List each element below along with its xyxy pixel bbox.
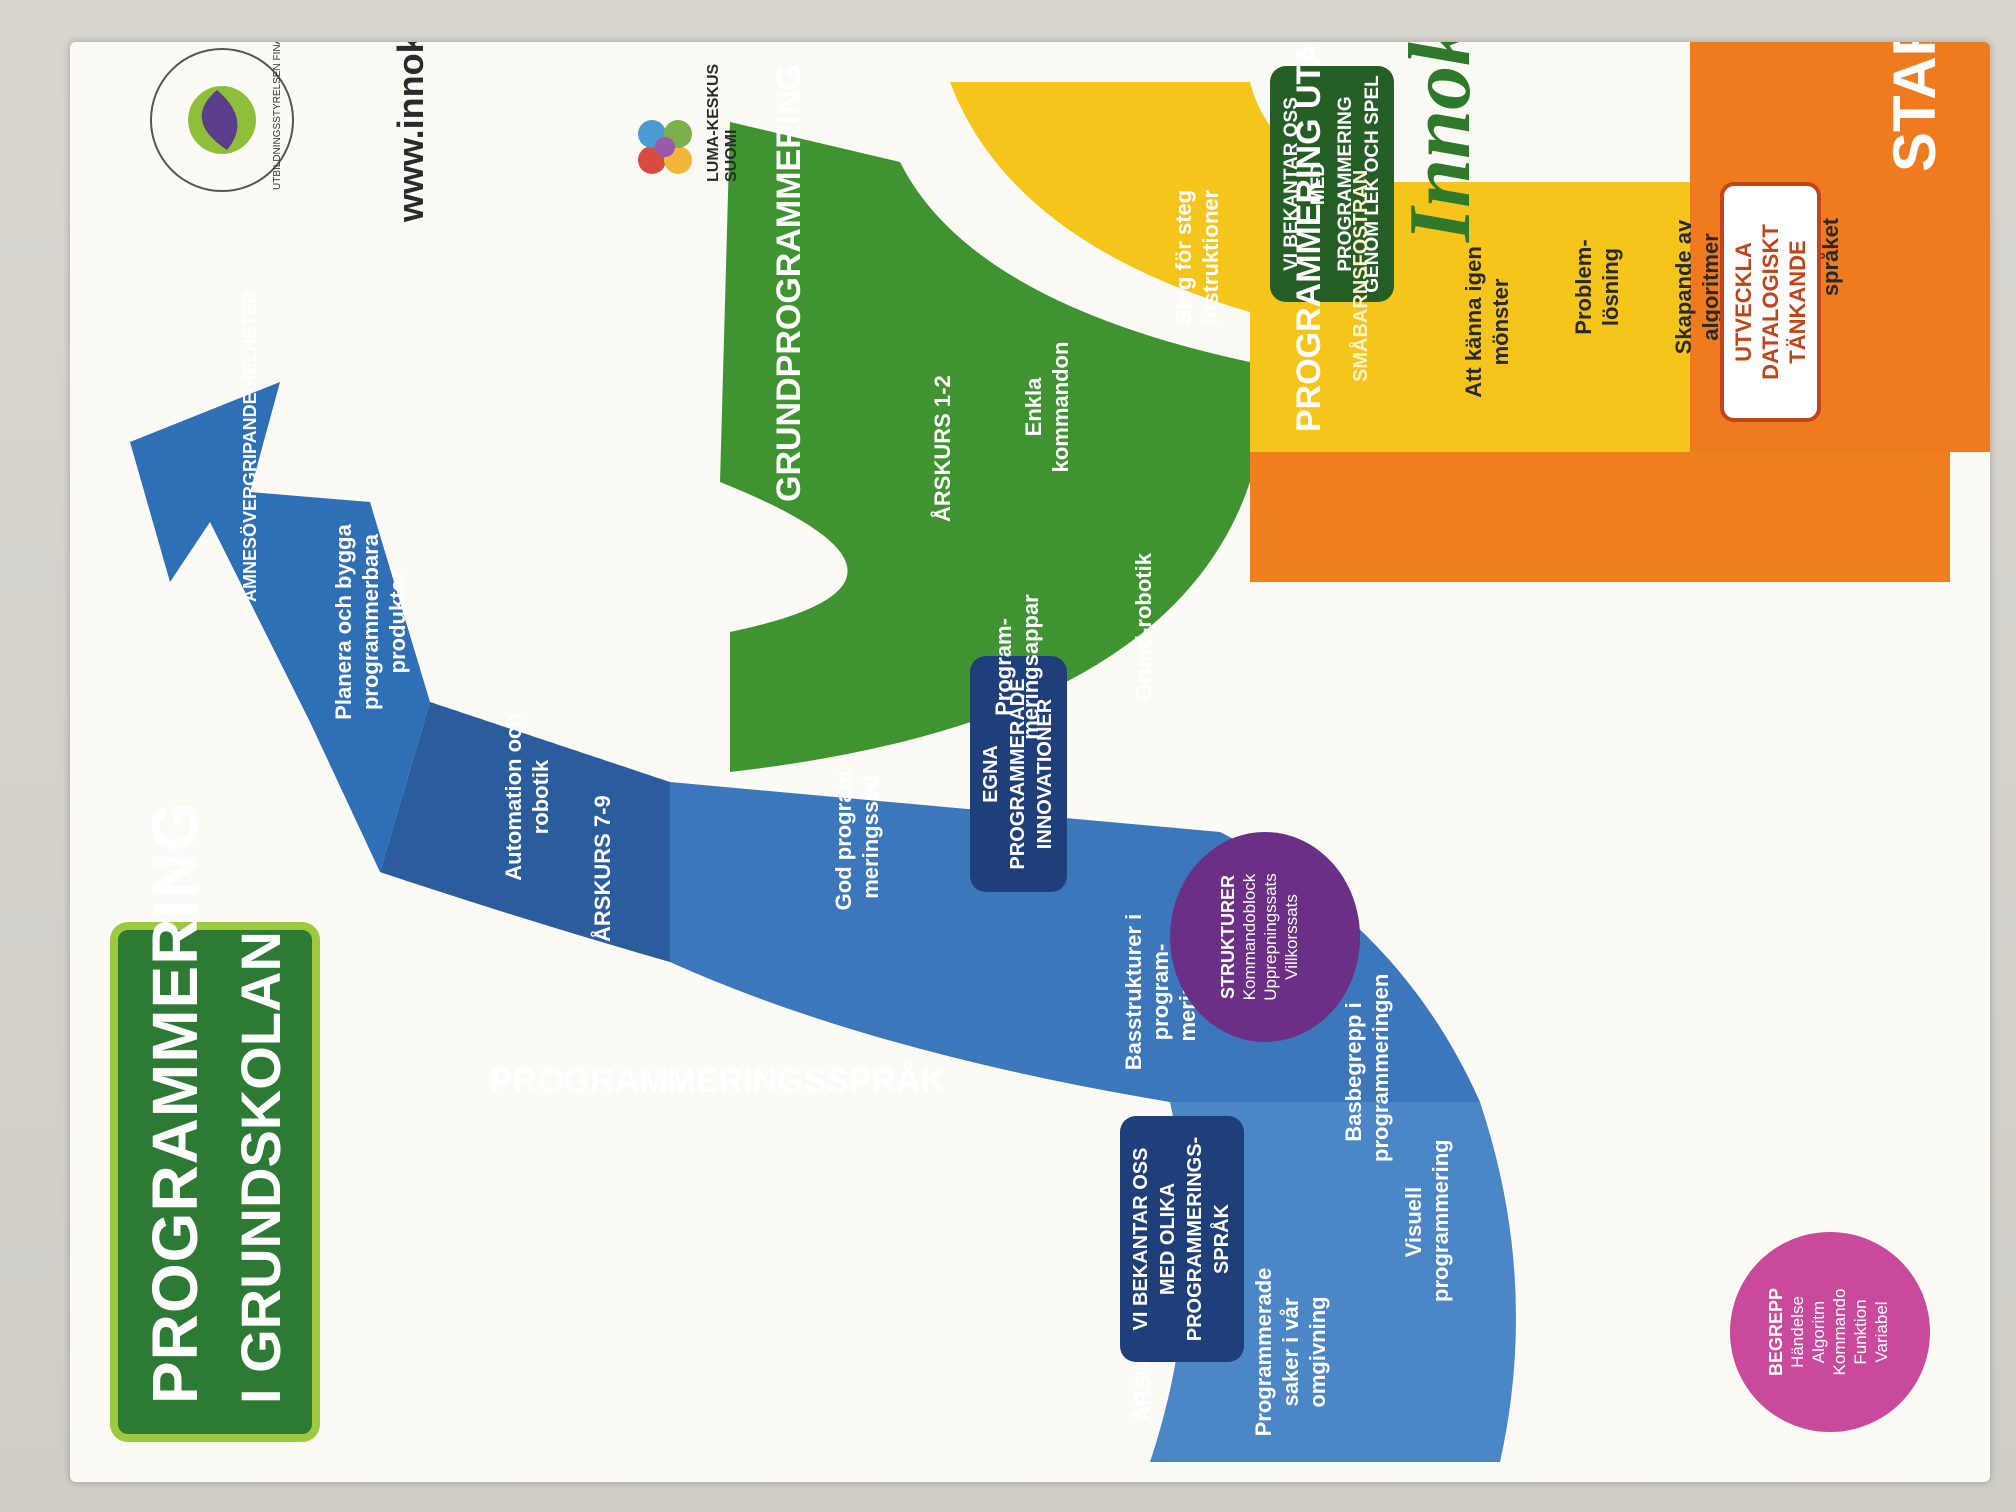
grade-7-9: ÅRSKURS 7-9 xyxy=(590,795,615,942)
luma-logo: LUMA-KESKUS SUOMI xyxy=(630,42,741,182)
blue-item-1: Programmerade saker i vår omgivning xyxy=(1251,1267,1330,1437)
orange-band-label: PROGRAMMERING UTAN DATOR xyxy=(1290,42,1328,432)
oph-seal: UTBILDNINGSSTYRELSEN FINANSIERAR PROJEKT… xyxy=(150,42,294,192)
innokas-logo: Innokas! xyxy=(1392,42,1489,242)
luma-text: LUMA-KESKUS SUOMI xyxy=(705,63,740,182)
start-label: START xyxy=(1881,42,1948,172)
website-url: www.innokas.fi/sv xyxy=(390,42,431,222)
green-band-label: GRUNDPROGRAMMERING xyxy=(770,63,808,502)
oph-swirl-icon xyxy=(188,86,256,154)
strukturer-bubble: STRUKTURER Kommandoblock Upprepningssats… xyxy=(1170,832,1360,1042)
begrepp-item-5: Variabel xyxy=(1872,1301,1891,1363)
begrepp-bubble: BEGREPP Händelse Algoritm Kommando Funkt… xyxy=(1730,1232,1930,1432)
strukturer-head: STRUKTURER xyxy=(1218,875,1238,999)
green-item-3: Enkla kommandon xyxy=(1021,341,1073,473)
green-badge: VI BEKANTAR OSS MED PROGRAMMERING GENOM … xyxy=(1270,66,1394,302)
blue-item-2: Visuell programmering xyxy=(1401,1139,1453,1302)
blue-item-6: Automation och robotik xyxy=(501,713,553,881)
blue-band-label: PROGRAMMERINGSSPRÅK xyxy=(490,1062,946,1100)
begrepp-head: BEGREPP xyxy=(1766,1287,1786,1377)
strukturer-item-2: Upprepningssats xyxy=(1261,873,1280,1001)
green-item-4: Steg för steg instruktioner xyxy=(1171,189,1223,325)
orange-band-edge xyxy=(1250,452,1950,582)
begrepp-item-4: Funktion xyxy=(1851,1299,1870,1365)
strukturer-item-3: Villkorssats xyxy=(1282,894,1301,980)
yellow-item-1: Att känna igen mönster xyxy=(1461,246,1513,398)
blue-item-7: Planera och bygga programmerbara produkt… xyxy=(331,524,410,720)
blue-badge-a: VI BEKANTAR OSS MED OLIKA PROGRAMMERINGS… xyxy=(1120,1116,1244,1362)
begrepp-item-1: Händelse xyxy=(1788,1296,1807,1368)
yellow-item-3: Skapande av algoritmer xyxy=(1671,219,1723,355)
orange-badge: UTVECKLA DATALOGISKT TÄNKANDE xyxy=(1720,182,1821,422)
green-band xyxy=(720,122,1250,772)
yellow-item-2: Problem-lösning xyxy=(1571,239,1623,335)
blue-item-5: God program-meringssed xyxy=(831,763,883,911)
strukturer-item-1: Kommandoblock xyxy=(1240,873,1259,1001)
blue-arrow xyxy=(130,382,430,872)
blue-item-3: Basbegrepp i programmeringen xyxy=(1341,973,1393,1162)
begrepp-item-2: Algoritm xyxy=(1809,1300,1828,1364)
arrow-label: ÄMNESÖVERGRIPANDE HELHETER xyxy=(240,290,260,602)
grade-1-2: ÅRSKURS 1-2 xyxy=(930,375,955,522)
orange-sub: SMÅBARNSFOSTRAN xyxy=(1350,169,1372,382)
green-item-1: Program-meringsappar xyxy=(991,594,1043,740)
blue-band-upper xyxy=(380,702,670,962)
poster: PROGRAMMERING I GRUNDSKOLAN PROGRAMMERIN… xyxy=(70,42,1990,1482)
begrepp-item-3: Kommando xyxy=(1830,1288,1849,1376)
green-item-2: Grund-robotik xyxy=(1131,553,1156,701)
luma-flower-icon xyxy=(638,120,692,174)
oph-ring-text: UTBILDNINGSSTYRELSEN FINANSIERAR PROJEKT… xyxy=(272,42,283,190)
